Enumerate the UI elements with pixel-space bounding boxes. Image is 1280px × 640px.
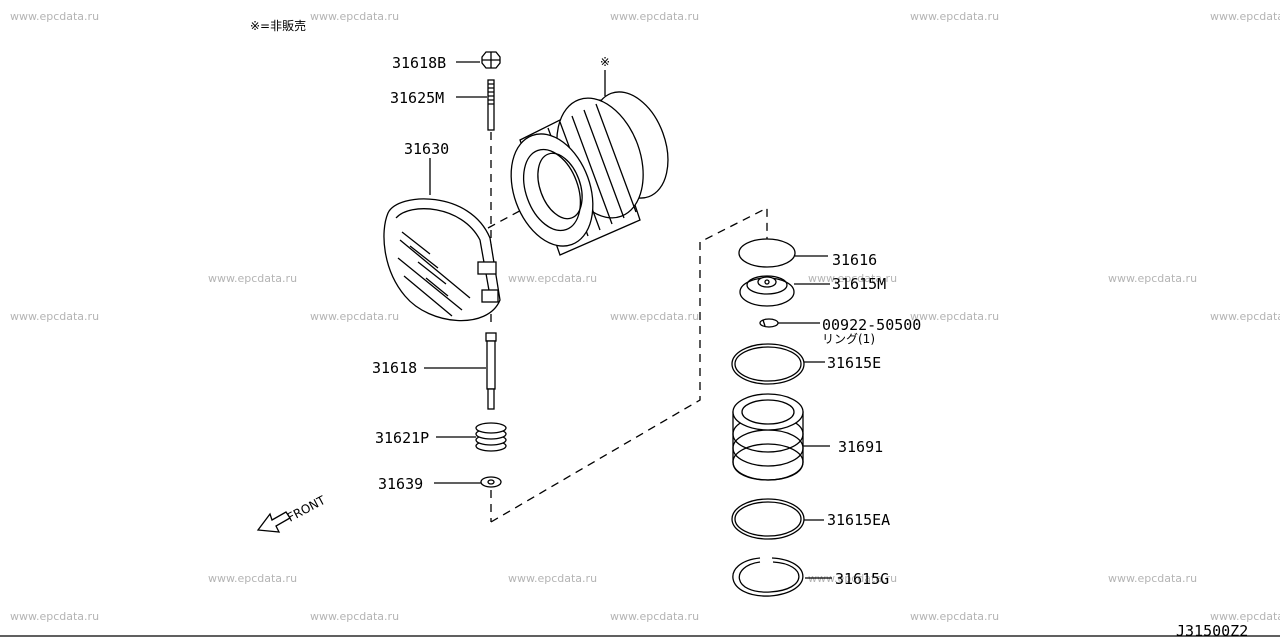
watermark-text: www.epcdata.ru	[910, 10, 999, 23]
pin-31618-drawing	[485, 332, 497, 410]
label-31639: 31639	[378, 475, 423, 493]
watermark-text: www.epcdata.ru	[310, 610, 399, 623]
watermark-text: www.epcdata.ru	[1210, 310, 1280, 323]
diagram-code: J31500Z2	[1176, 622, 1248, 640]
watermark-text: www.epcdata.ru	[808, 572, 897, 585]
watermark-text: www.epcdata.ru	[910, 310, 999, 323]
snap-ring-00922-drawing	[759, 318, 779, 328]
label-31615g: 31615G	[835, 570, 889, 588]
watermark-text: www.epcdata.ru	[10, 10, 99, 23]
label-31621p: 31621P	[375, 429, 429, 447]
watermark-text: www.epcdata.ru	[10, 310, 99, 323]
watermark-text: www.epcdata.ru	[1210, 610, 1280, 623]
not-sold-note: ※=非販売	[250, 18, 306, 33]
watermark-text: www.epcdata.ru	[208, 572, 297, 585]
label-31616: 31616	[832, 251, 877, 269]
label-31615m: 31615M	[832, 275, 886, 293]
washer-31639-drawing	[480, 476, 502, 488]
watermark-text: www.epcdata.ru	[508, 272, 597, 285]
label-31691: 31691	[838, 438, 883, 456]
stud-31625m-drawing	[487, 79, 495, 131]
watermark-text: www.epcdata.ru	[808, 272, 897, 285]
front-arrow	[256, 511, 291, 533]
label-31615e: 31615E	[827, 354, 881, 372]
oring-31616-drawing	[738, 238, 796, 268]
label-31630: 31630	[404, 140, 449, 158]
watermark-text: www.epcdata.ru	[208, 272, 297, 285]
sublabel-ring: リング(1)	[822, 332, 875, 346]
watermark-text: www.epcdata.ru	[610, 310, 699, 323]
label-00922-50500: 00922-50500	[822, 316, 921, 334]
spring-pack-31691-drawing	[732, 393, 804, 481]
watermark-text: www.epcdata.ru	[310, 310, 399, 323]
label-31618b: 31618B	[392, 54, 446, 72]
oring-31615ea-drawing	[731, 498, 805, 540]
label-31625m: 31625M	[390, 89, 444, 107]
watermark-text: www.epcdata.ru	[1210, 10, 1280, 23]
watermark-text: www.epcdata.ru	[1108, 572, 1197, 585]
brake-band-31630-drawing	[383, 198, 501, 322]
watermark-text: www.epcdata.ru	[10, 610, 99, 623]
watermark-text: www.epcdata.ru	[508, 572, 597, 585]
watermark-text: www.epcdata.ru	[310, 10, 399, 23]
nut-31618b-drawing	[481, 51, 501, 69]
watermark-text: www.epcdata.ru	[1108, 272, 1197, 285]
label-31618: 31618	[372, 359, 417, 377]
label-31615ea: 31615EA	[827, 511, 890, 529]
front-label: FRONT	[285, 493, 328, 525]
snap-ring-31615g-drawing	[732, 557, 804, 597]
piston-31615m-drawing	[739, 275, 795, 307]
watermark-text: www.epcdata.ru	[610, 610, 699, 623]
watermark-layer: www.epcdata.ru www.epcdata.ru www.epcdata.…	[10, 10, 1280, 623]
watermark-text: www.epcdata.ru	[610, 10, 699, 23]
not-sold-mark: ※	[600, 55, 610, 69]
dashed-guide-right	[490, 206, 768, 523]
drum-assembly-drawing	[510, 91, 669, 256]
watermark-text: www.epcdata.ru	[910, 610, 999, 623]
oring-31615e-drawing	[731, 343, 805, 385]
spring-31621p-drawing	[475, 422, 507, 452]
